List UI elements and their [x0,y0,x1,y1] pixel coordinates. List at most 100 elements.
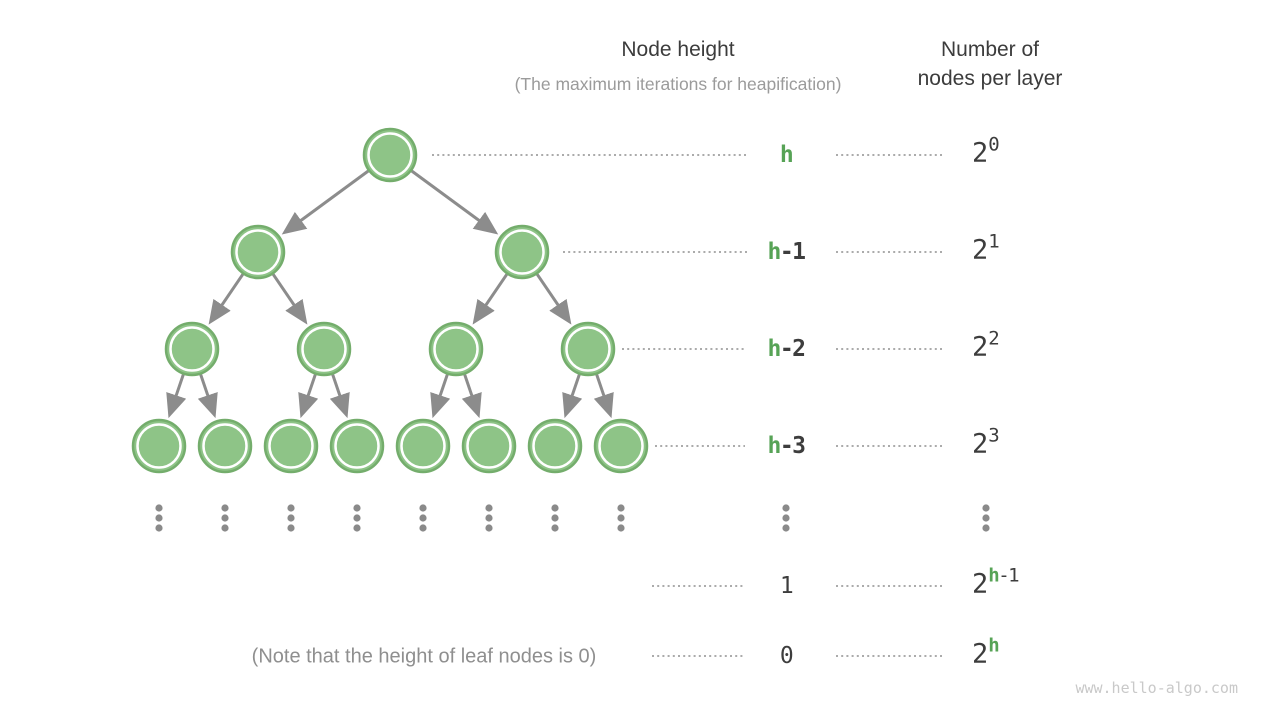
node-count-label: 23 [972,426,1000,460]
tree-node-inner-ring [532,423,578,469]
tree-node [428,321,484,377]
tree-node [494,224,550,280]
ellipsis-dot [982,504,990,512]
tree-node [164,321,220,377]
exponent-green-part: h [988,564,999,587]
tree-node [230,224,286,280]
height-label-part: -3 [779,433,806,459]
ellipsis-dot [617,524,625,532]
ellipsis-dot [551,504,559,512]
tree-node-inner-ring [433,326,479,372]
exponent-part: 3 [988,424,999,447]
node-height-subtitle: (The maximum iterations for heapificatio… [514,74,842,94]
ellipsis-dot [551,514,559,522]
height-label-green-part: h [767,239,781,265]
ellipsis-dot [551,524,559,532]
tree-edge-arrow [461,374,482,419]
ellipsis-dot [287,514,295,522]
ellipsis-dot [617,514,625,522]
ellipsis-dot [617,504,625,512]
height-label: h-1 [767,239,806,265]
tree-edge-arrow [208,273,245,325]
ellipsis-dot [419,514,427,522]
watermark: www.hello-algo.com [1075,679,1238,697]
tree-edge-arrow [535,273,572,325]
count-exponent: 2 [988,327,999,350]
height-label: h-2 [767,336,806,362]
tree-node [131,418,187,474]
tree-node-inner-ring [334,423,380,469]
ellipsis-dot [353,514,361,522]
count-base: 2 [972,331,989,363]
node-count-label: 2h-1 [972,566,1020,600]
ellipsis-dot [782,524,790,532]
count-exponent: 3 [988,424,999,447]
ellipsis-dot [287,524,295,532]
height-label-green-part: h [767,336,781,362]
tree-node-inner-ring [136,423,182,469]
count-exponent: 0 [988,133,999,155]
tree-node [263,418,319,474]
node-height-title: Node height [621,38,735,61]
tree-node-inner-ring [367,132,413,178]
ellipsis-dot [221,514,229,522]
leaf-height-note: (Note that the height of leaf nodes is 0… [251,645,597,668]
tree-node [362,127,418,183]
height-label: 0 [780,643,794,669]
ellipsis-dot [221,504,229,512]
tree-edge-arrow [298,374,319,419]
tree-node-inner-ring [268,423,314,469]
tree-node-inner-ring [169,326,215,372]
node-count-label: 20 [972,135,1000,169]
tree-edge-arrow [329,374,350,419]
count-exponent: h-1 [988,564,1019,587]
ellipsis-dot [155,524,163,532]
height-label-part: -1 [779,239,806,265]
count-base: 2 [972,568,989,600]
nodes-per-layer-title-line2: nodes per layer [917,67,1063,90]
tree-edge-arrow [562,374,583,419]
count-base: 2 [972,428,989,460]
nodes-per-layer-title-line1: Number of [940,38,1040,61]
height-label-green-part: h [779,142,794,168]
ellipsis-dot [287,504,295,512]
tree-node-inner-ring [202,423,248,469]
ellipsis-dot [782,504,790,512]
count-exponent: 1 [988,230,999,252]
tree-node-inner-ring [598,423,644,469]
exponent-part: 2 [988,327,999,350]
tree-node [329,418,385,474]
height-label-green-part: h [767,433,781,459]
height-label-part: -2 [779,336,806,362]
tree-node [197,418,253,474]
tree-node [560,321,616,377]
count-base: 2 [972,137,989,169]
ellipsis-dot [485,524,493,532]
tree-node-inner-ring [235,229,281,275]
height-label: 1 [779,573,794,599]
tree-edge-arrow [472,273,509,325]
tree-node-inner-ring [565,326,611,372]
ellipsis-dot [485,514,493,522]
tree-edge-arrow [430,374,451,419]
ellipsis-dot [419,504,427,512]
tree-edge-arrow [410,169,499,235]
tree-edge-arrow [197,374,218,419]
ellipsis-dot [221,524,229,532]
ellipsis-dot [353,524,361,532]
ellipsis-dot [155,514,163,522]
count-base: 2 [972,234,989,266]
ellipsis-dot [782,514,790,522]
count-base: 2 [972,638,989,670]
tree-edge-arrow [593,374,614,419]
tree-node [461,418,517,474]
tree-node-inner-ring [301,326,347,372]
node-count-label: 22 [972,329,1000,363]
exponent-part: -1 [998,564,1019,587]
ellipsis-dot [155,504,163,512]
count-exponent: h [988,634,999,656]
height-label-part: 1 [779,573,794,599]
tree-node-inner-ring [400,423,446,469]
height-label: h-3 [767,433,806,459]
ellipsis-dot [982,524,990,532]
